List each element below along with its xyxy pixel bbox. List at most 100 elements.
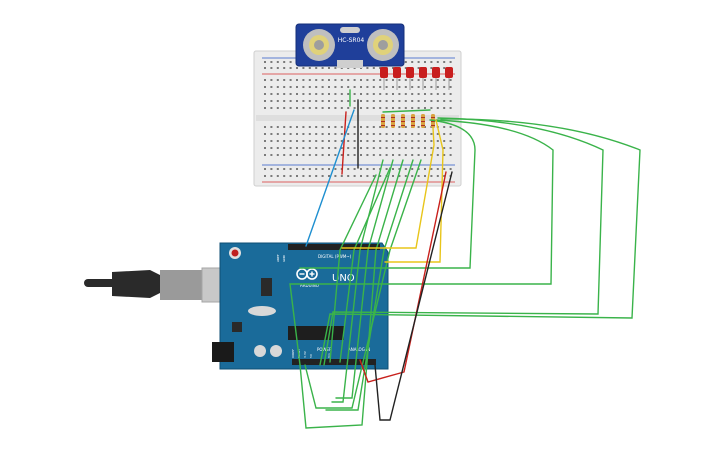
breadboard-hole xyxy=(449,86,452,88)
breadboard-hole xyxy=(315,133,318,135)
vin-label: Vin xyxy=(327,353,331,358)
breadboard-hole xyxy=(392,175,394,177)
breadboard-hole xyxy=(436,133,439,135)
breadboard-hole xyxy=(283,67,286,69)
breadboard-hole xyxy=(443,133,446,135)
breadboard-hole xyxy=(449,93,452,95)
breadboard-hole xyxy=(392,79,394,81)
breadboard-hole xyxy=(353,86,356,88)
breadboard-hole xyxy=(379,100,382,102)
breadboard-hole xyxy=(353,93,356,95)
breadboard-hole xyxy=(328,147,330,149)
breadboard-hole xyxy=(270,154,273,156)
breadboard-hole xyxy=(417,107,420,109)
resistor-band xyxy=(391,121,395,122)
breadboard-hole xyxy=(372,147,375,149)
breadboard-hole xyxy=(385,147,388,149)
breadboard-hole xyxy=(411,154,414,156)
breadboard-hole xyxy=(347,154,350,156)
led-row xyxy=(380,67,453,90)
analog-header-label: ANALOG IN xyxy=(348,347,370,352)
breadboard-hole xyxy=(289,86,292,88)
breadboard-hole xyxy=(372,175,375,177)
breadboard-hole xyxy=(436,168,439,170)
breadboard-hole xyxy=(443,93,446,95)
wire-green xyxy=(299,159,404,429)
breadboard-hole xyxy=(308,168,311,170)
breadboard-hole xyxy=(302,79,305,81)
breadboard-hole xyxy=(372,107,375,109)
breadboard-hole xyxy=(270,61,273,63)
led xyxy=(445,67,453,78)
breadboard-hole xyxy=(353,147,356,149)
breadboard-hole xyxy=(392,93,394,95)
breadboard-hole xyxy=(353,168,356,170)
breadboard-hole xyxy=(296,140,298,142)
breadboard-hole xyxy=(379,140,382,142)
breadboard-hole xyxy=(296,107,298,109)
breadboard-hole xyxy=(366,154,369,156)
breadboard-hole xyxy=(296,133,298,135)
breadboard-hole xyxy=(366,93,369,95)
breadboard-hole xyxy=(404,175,407,177)
breadboard-hole xyxy=(372,154,375,156)
ultrasonic-sensor: HC-SR04 xyxy=(295,23,405,68)
wire-red xyxy=(341,111,347,175)
breadboard-hole xyxy=(264,133,266,135)
breadboard-hole xyxy=(334,168,337,170)
resistor-band xyxy=(381,117,385,118)
breadboard-hole xyxy=(283,140,286,142)
breadboard-hole xyxy=(283,168,286,170)
breadboard-hole xyxy=(398,107,401,109)
breadboard-hole xyxy=(321,168,324,170)
breadboard-hole xyxy=(449,107,452,109)
breadboard-hole xyxy=(276,154,279,156)
breadboard-hole xyxy=(424,79,426,81)
breadboard-hole xyxy=(283,79,286,81)
breadboard-hole xyxy=(385,133,388,135)
breadboard-hole xyxy=(417,133,420,135)
breadboard-hole xyxy=(392,100,394,102)
breadboard-hole xyxy=(360,100,362,102)
wire-green xyxy=(299,119,476,269)
breadboard-hole xyxy=(270,86,273,88)
breadboard-hole xyxy=(296,100,298,102)
breadboard-hole xyxy=(443,79,446,81)
breadboard-hole xyxy=(308,133,311,135)
breadboard-hole xyxy=(328,93,330,95)
resistor-band xyxy=(421,121,425,122)
breadboard-hole xyxy=(315,126,318,128)
breadboard-hole xyxy=(289,168,292,170)
breadboard-hole xyxy=(417,140,420,142)
breadboard-hole xyxy=(360,140,362,142)
breadboard-hole xyxy=(411,168,414,170)
breadboard-hole xyxy=(360,107,362,109)
breadboard-hole xyxy=(340,126,343,128)
breadboard-hole xyxy=(404,107,407,109)
breadboard-hole xyxy=(424,93,426,95)
breadboard-hole xyxy=(340,140,343,142)
breadboard-hole xyxy=(264,140,266,142)
breadboard-hole xyxy=(360,154,362,156)
breadboard-hole xyxy=(264,67,266,69)
breadboard-hole xyxy=(328,154,330,156)
breadboard-hole xyxy=(430,175,433,177)
breadboard-hole xyxy=(283,126,286,128)
breadboard-hole xyxy=(360,79,362,81)
gnd-label: GND xyxy=(282,254,286,262)
breadboard-hole xyxy=(436,100,439,102)
breadboard-hole xyxy=(276,107,279,109)
breadboard-hole xyxy=(404,61,407,63)
wire-black xyxy=(374,171,453,421)
breadboard-hole xyxy=(430,154,433,156)
breadboard-hole xyxy=(328,67,330,69)
breadboard-hole xyxy=(308,93,311,95)
breadboard-hole xyxy=(449,147,452,149)
breadboard-hole xyxy=(308,140,311,142)
breadboard-hole xyxy=(308,154,311,156)
breadboard-hole xyxy=(398,147,401,149)
wire-green xyxy=(331,159,384,403)
breadboard-hole xyxy=(430,79,433,81)
breadboard-hole xyxy=(347,79,350,81)
breadboard-hole xyxy=(411,61,414,63)
